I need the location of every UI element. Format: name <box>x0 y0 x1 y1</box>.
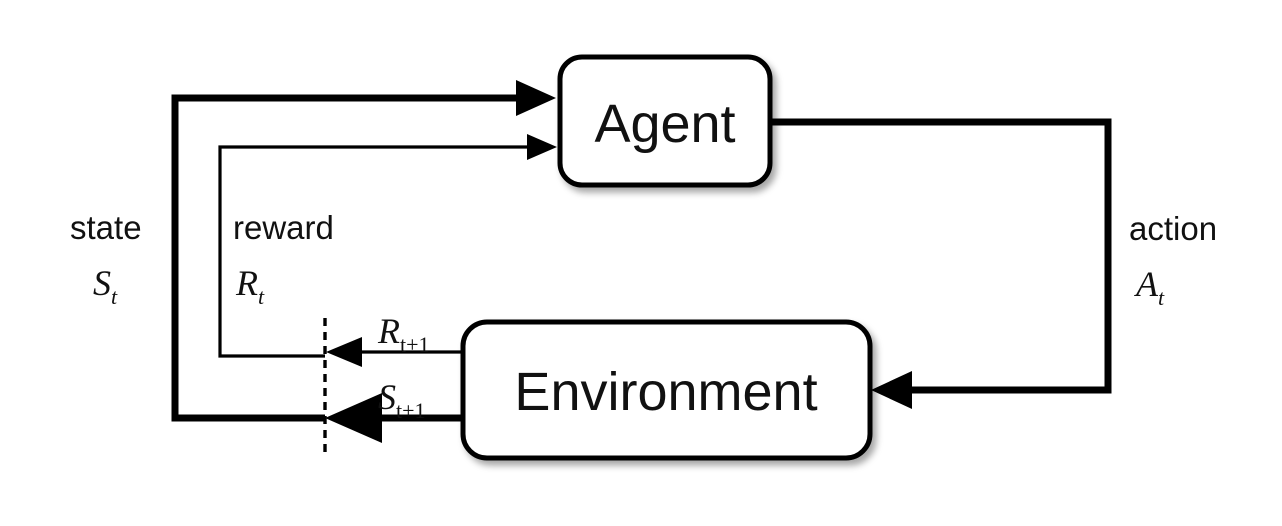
action-edge <box>770 118 1112 409</box>
action-edge-path <box>770 118 1112 394</box>
reward-subscript-glyph: t <box>258 284 265 309</box>
next-state-label-group: St+1 <box>378 377 426 423</box>
state-symbol-label: St <box>93 263 118 309</box>
next-reward-edge-arrowhead <box>326 337 362 367</box>
environment-label: Environment <box>514 362 817 422</box>
next-reward-symbol-glyph: R <box>377 311 400 351</box>
action-word-label: action <box>1129 210 1217 247</box>
state-word-label: state <box>70 209 142 246</box>
agent-box[interactable] <box>557 54 773 188</box>
next-state-subscript-glyph: t+1 <box>396 398 426 423</box>
next-state-symbol-label: St+1 <box>378 377 426 423</box>
next-state-edge <box>325 393 463 443</box>
agent-node[interactable]: Agent <box>557 54 773 188</box>
state-edge <box>171 80 556 422</box>
reward-symbol-glyph: R <box>235 263 258 303</box>
reward-edge-path <box>218 145 538 358</box>
state-subscript-glyph: t <box>111 284 118 309</box>
environment-box[interactable] <box>460 319 873 461</box>
action-symbol-label: At <box>1134 264 1165 310</box>
action-edge-arrowhead <box>871 371 912 409</box>
state-label-group: state St <box>70 209 142 309</box>
action-symbol-glyph: A <box>1134 264 1159 304</box>
next-reward-symbol-label: Rt+1 <box>377 311 430 357</box>
reward-word-label: reward <box>233 209 334 246</box>
environment-node[interactable]: Environment <box>460 319 873 461</box>
reward-symbol-label: Rt <box>235 263 265 309</box>
reward-edge-arrowhead <box>527 134 557 160</box>
next-reward-subscript-glyph: t+1 <box>400 332 430 357</box>
state-edge-path <box>171 94 534 422</box>
next-state-symbol-glyph: S <box>378 377 396 417</box>
agent-label: Agent <box>594 94 735 154</box>
next-reward-edge <box>326 337 463 367</box>
reward-edge <box>218 134 557 358</box>
reward-label-group: reward Rt <box>233 209 334 309</box>
action-label-group: action At <box>1129 210 1217 310</box>
next-state-edge-arrowhead <box>325 393 382 443</box>
state-edge-arrowhead <box>516 80 556 116</box>
action-subscript-glyph: t <box>1158 285 1165 310</box>
state-symbol-glyph: S <box>93 263 111 303</box>
next-reward-label-group: Rt+1 <box>377 311 430 357</box>
